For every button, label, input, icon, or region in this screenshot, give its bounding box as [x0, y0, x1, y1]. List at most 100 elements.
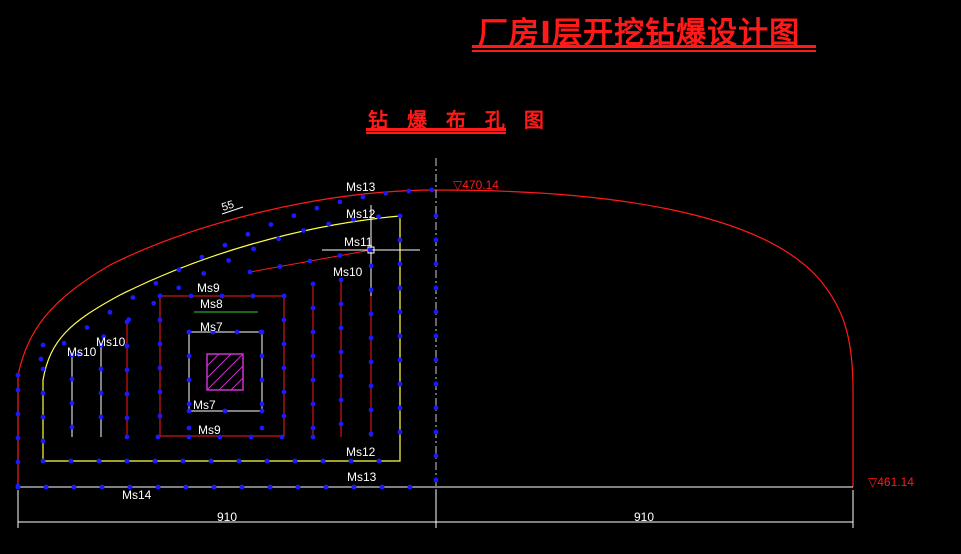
blast-hole — [368, 431, 374, 437]
blast-hole — [15, 372, 21, 378]
blast-hole — [368, 287, 374, 293]
blast-hole — [337, 199, 343, 205]
subtitle-underline-2 — [366, 132, 506, 134]
blast-hole — [397, 261, 403, 267]
blast-hole — [338, 301, 344, 307]
blast-hole — [217, 434, 223, 440]
blast-hole — [234, 329, 240, 335]
blast-hole — [40, 458, 46, 464]
blast-hole — [124, 367, 130, 373]
blast-hole — [397, 285, 403, 291]
label-ms12-top: Ms12 — [346, 207, 376, 221]
blast-hole — [314, 205, 320, 211]
blast-hole — [295, 484, 301, 490]
dim-hole-spacing: 55 — [220, 199, 235, 214]
blast-hole — [397, 381, 403, 387]
blast-hole — [368, 335, 374, 341]
blast-hole — [376, 458, 382, 464]
label-ms14: Ms14 — [122, 488, 152, 502]
blast-hole — [338, 373, 344, 379]
blast-hole — [186, 377, 192, 383]
blast-hole — [326, 221, 331, 227]
blast-hole — [157, 365, 163, 371]
label-ms10-inner: Ms10 — [96, 335, 126, 349]
blast-hole — [433, 453, 439, 459]
blast-hole — [433, 333, 439, 339]
blast-hole — [429, 187, 435, 193]
blast-hole — [368, 407, 374, 413]
blast-hole — [338, 349, 344, 355]
blast-hole — [153, 280, 159, 286]
blast-hole — [186, 408, 192, 414]
blast-hole — [124, 415, 130, 421]
blast-hole — [127, 484, 133, 490]
title-underline-2 — [472, 50, 816, 52]
blast-hole — [176, 285, 182, 291]
blast-hole — [69, 424, 75, 430]
label-ms10-left: Ms10 — [67, 345, 97, 359]
blast-hole — [397, 333, 403, 339]
blast-hole — [433, 477, 439, 483]
blast-hole — [186, 425, 192, 431]
blast-hole — [188, 293, 194, 299]
blast-hole — [338, 277, 344, 283]
blast-hole — [61, 340, 67, 346]
excavation-profile — [17, 189, 854, 487]
blast-hole — [250, 293, 256, 299]
blast-hole — [259, 377, 265, 383]
blast-hole — [247, 269, 253, 275]
blast-hole — [201, 271, 207, 276]
blast-hole — [40, 390, 46, 396]
blast-holes — [15, 187, 439, 490]
blast-hole — [281, 293, 287, 299]
blast-hole — [107, 309, 113, 315]
blast-hole — [126, 317, 132, 322]
blast-hole — [98, 366, 104, 372]
blast-hole — [124, 434, 130, 440]
blast-hole — [124, 343, 130, 349]
blast-hole — [176, 267, 182, 273]
blast-hole — [15, 483, 21, 489]
dim-left-span: 910 — [217, 510, 237, 524]
label-ms11: Ms11 — [344, 235, 373, 249]
blast-hole — [226, 258, 232, 263]
blast-hole — [98, 390, 104, 396]
blast-hole — [155, 484, 161, 490]
blast-hole — [152, 458, 158, 464]
blast-hole — [15, 411, 21, 417]
blast-hole — [210, 329, 216, 335]
label-ms9-bottom: Ms9 — [198, 423, 221, 437]
blast-hole — [367, 247, 373, 253]
title-underline — [472, 45, 816, 48]
blast-hole — [186, 401, 192, 407]
blast-hole — [40, 438, 46, 444]
blast-hole — [259, 353, 265, 359]
blast-hole — [157, 341, 163, 347]
blast-hole — [222, 408, 228, 414]
blast-hole — [157, 293, 163, 299]
label-ms7-bottom: Ms7 — [193, 398, 216, 412]
cut-hole-hatch — [206, 353, 244, 391]
blast-hole — [397, 405, 403, 411]
blast-hole — [277, 264, 283, 269]
blast-hole — [310, 329, 316, 335]
blast-hole — [239, 484, 245, 490]
blast-hole — [292, 458, 298, 464]
dim-right-span: 910 — [634, 510, 654, 524]
blast-hole — [15, 459, 21, 465]
blast-hole — [433, 261, 439, 267]
blast-hole — [351, 217, 356, 222]
blast-hole — [397, 213, 403, 219]
blast-hole — [40, 366, 46, 372]
label-ms7-top: Ms7 — [200, 320, 223, 334]
blast-hole — [259, 408, 265, 414]
blast-hole — [69, 376, 75, 382]
blast-hole — [307, 258, 313, 264]
blast-hole — [433, 237, 439, 243]
blast-hole — [348, 458, 354, 464]
label-ms8: Ms8 — [200, 297, 223, 311]
blast-hole — [281, 341, 287, 347]
label-ms12-bottom: Ms12 — [346, 445, 376, 459]
blast-hole — [281, 389, 287, 395]
blast-hole — [99, 484, 105, 490]
